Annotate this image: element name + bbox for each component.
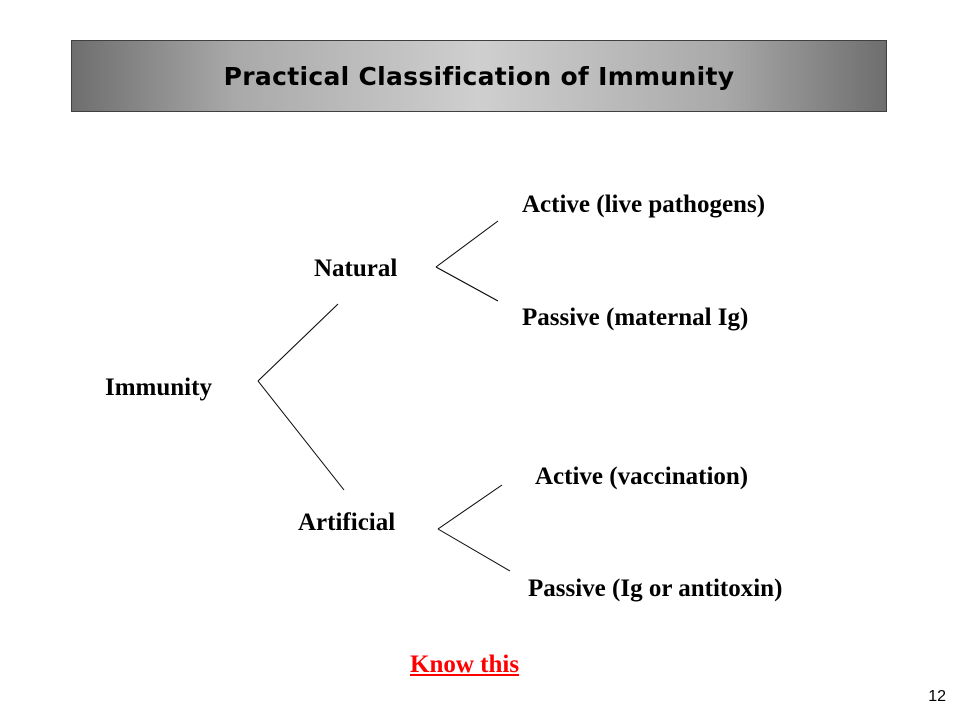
natural-active-label: Active (live pathogens) (522, 191, 766, 218)
know-this-note: Know this (410, 651, 520, 678)
artificial-label: Artificial (298, 509, 396, 536)
immunity-label: Immunity (105, 374, 212, 401)
artificial-passive-label: Passive (Ig or antitoxin) (528, 575, 783, 602)
natural-label: Natural (314, 255, 398, 282)
line-natural-active (435, 220, 499, 268)
line-immunity-natural (257, 303, 339, 382)
natural-passive-label: Passive (maternal Ig) (522, 304, 749, 331)
line-artificial-active (437, 484, 503, 530)
slide-title: Practical Classification of Immunity (223, 61, 735, 91)
page-number: 12 (928, 688, 946, 705)
line-artificial-passive (437, 528, 511, 572)
line-natural-passive (435, 266, 499, 302)
title-banner: Practical Classification of Immunity (71, 40, 887, 112)
line-immunity-artificial (257, 380, 345, 491)
artificial-active-label: Active (vaccination) (535, 463, 749, 490)
